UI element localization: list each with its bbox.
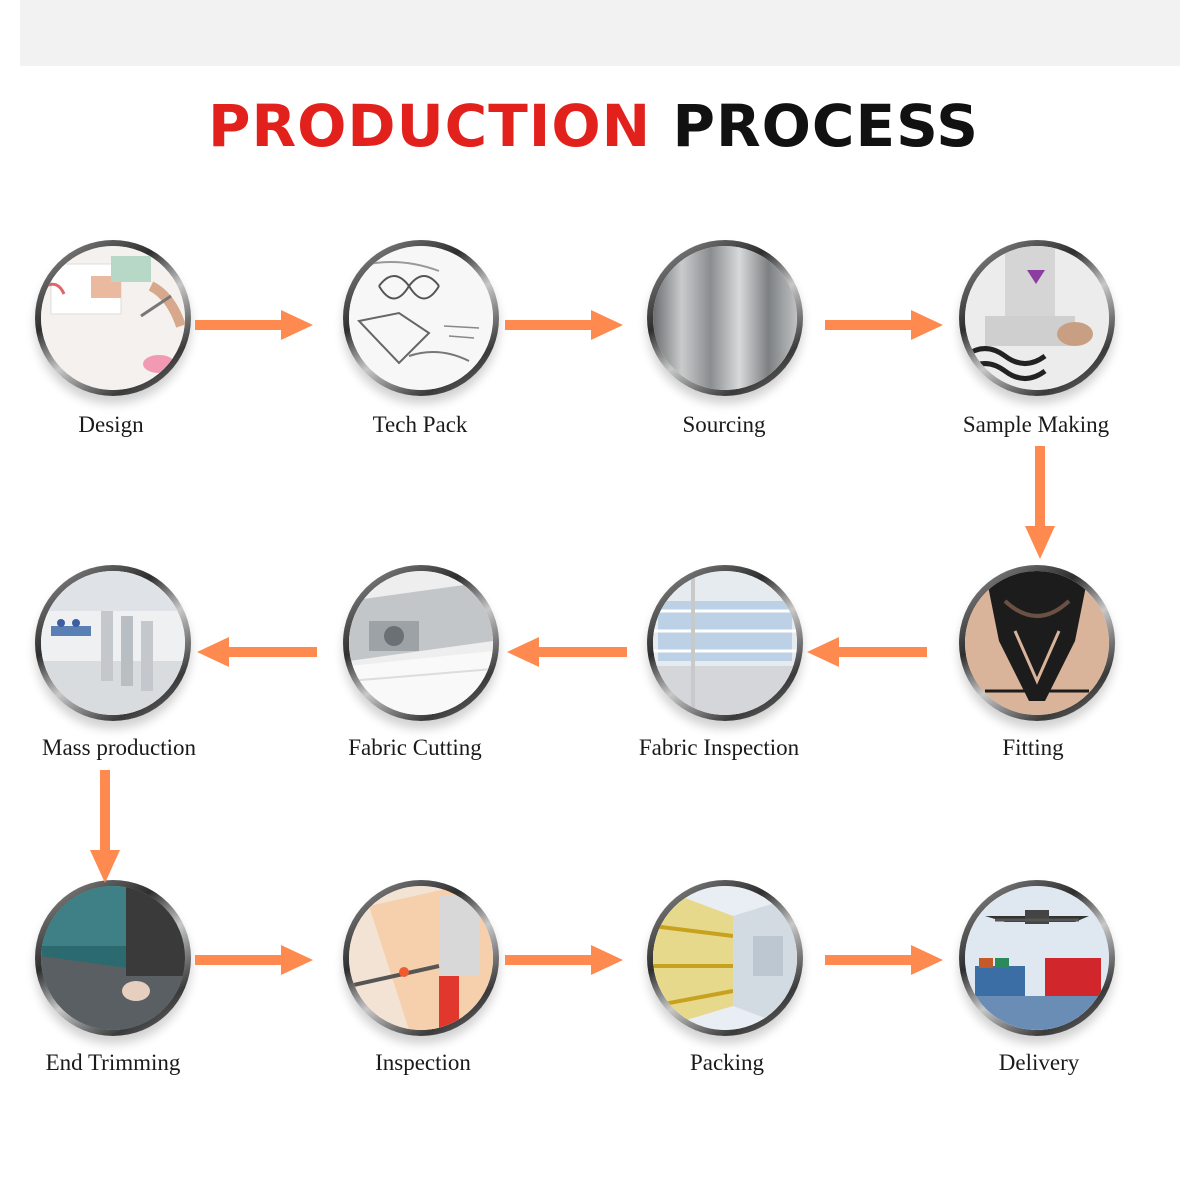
- lace-garment-icon: [965, 571, 1109, 715]
- top-band: [20, 0, 1180, 66]
- arrow-right-1: [195, 310, 313, 340]
- arrow-right-3: [825, 310, 943, 340]
- step-label: Design: [78, 412, 144, 437]
- design-sketch-icon: [41, 246, 185, 390]
- arrow-left-1: [807, 637, 927, 667]
- step-image-ring: [959, 240, 1115, 396]
- step-image-ring: [647, 880, 803, 1036]
- arrow-right-5: [505, 945, 623, 975]
- arrow-right-2: [505, 310, 623, 340]
- step-label: Packing: [689, 1050, 765, 1075]
- step-label: Sourcing: [682, 412, 766, 437]
- cutting-machine-icon: [349, 571, 493, 715]
- step-image-ring: [343, 880, 499, 1036]
- arrow-left-2: [507, 637, 627, 667]
- step-label: Delivery: [998, 1050, 1080, 1075]
- step-label: Sample Making: [962, 412, 1110, 437]
- step-label: Fitting: [1002, 735, 1064, 760]
- step-image-ring: [959, 880, 1115, 1036]
- step-label: Mass production: [42, 735, 196, 760]
- arrow-down-2: [90, 770, 120, 883]
- cargo-transport-icon: [965, 886, 1109, 1030]
- step-image-ring: [343, 565, 499, 721]
- step-image-ring: [343, 240, 499, 396]
- step-label: Tech Pack: [372, 412, 468, 437]
- arrow-down-1: [1025, 446, 1055, 559]
- title-part-process: PROCESS: [672, 92, 980, 160]
- step-label: Fabric Cutting: [348, 735, 482, 760]
- warehouse-shelves-icon: [653, 886, 797, 1030]
- page-title: PRODUCTION PROCESS: [0, 88, 1187, 164]
- step-label: Fabric Inspection: [638, 735, 800, 760]
- step-image-ring: [35, 565, 191, 721]
- step-image-ring: [35, 880, 191, 1036]
- quality-check-icon: [349, 886, 493, 1030]
- step-label: End Trimming: [45, 1050, 181, 1075]
- inspection-machine-icon: [653, 571, 797, 715]
- step-image-ring: [647, 240, 803, 396]
- trimming-hand-icon: [41, 886, 185, 1030]
- step-image-ring: [647, 565, 803, 721]
- step-image-ring: [959, 565, 1115, 721]
- sewing-machine-icon: [965, 246, 1109, 390]
- tech-pack-drawing-icon: [349, 246, 493, 390]
- factory-floor-icon: [41, 571, 185, 715]
- fabric-roll-icon: [653, 246, 797, 390]
- step-image-ring: [35, 240, 191, 396]
- arrow-right-4: [195, 945, 313, 975]
- arrow-left-3: [197, 637, 317, 667]
- step-label: Inspection: [375, 1050, 471, 1075]
- title-part-production: PRODUCTION: [207, 92, 652, 160]
- arrow-right-6: [825, 945, 943, 975]
